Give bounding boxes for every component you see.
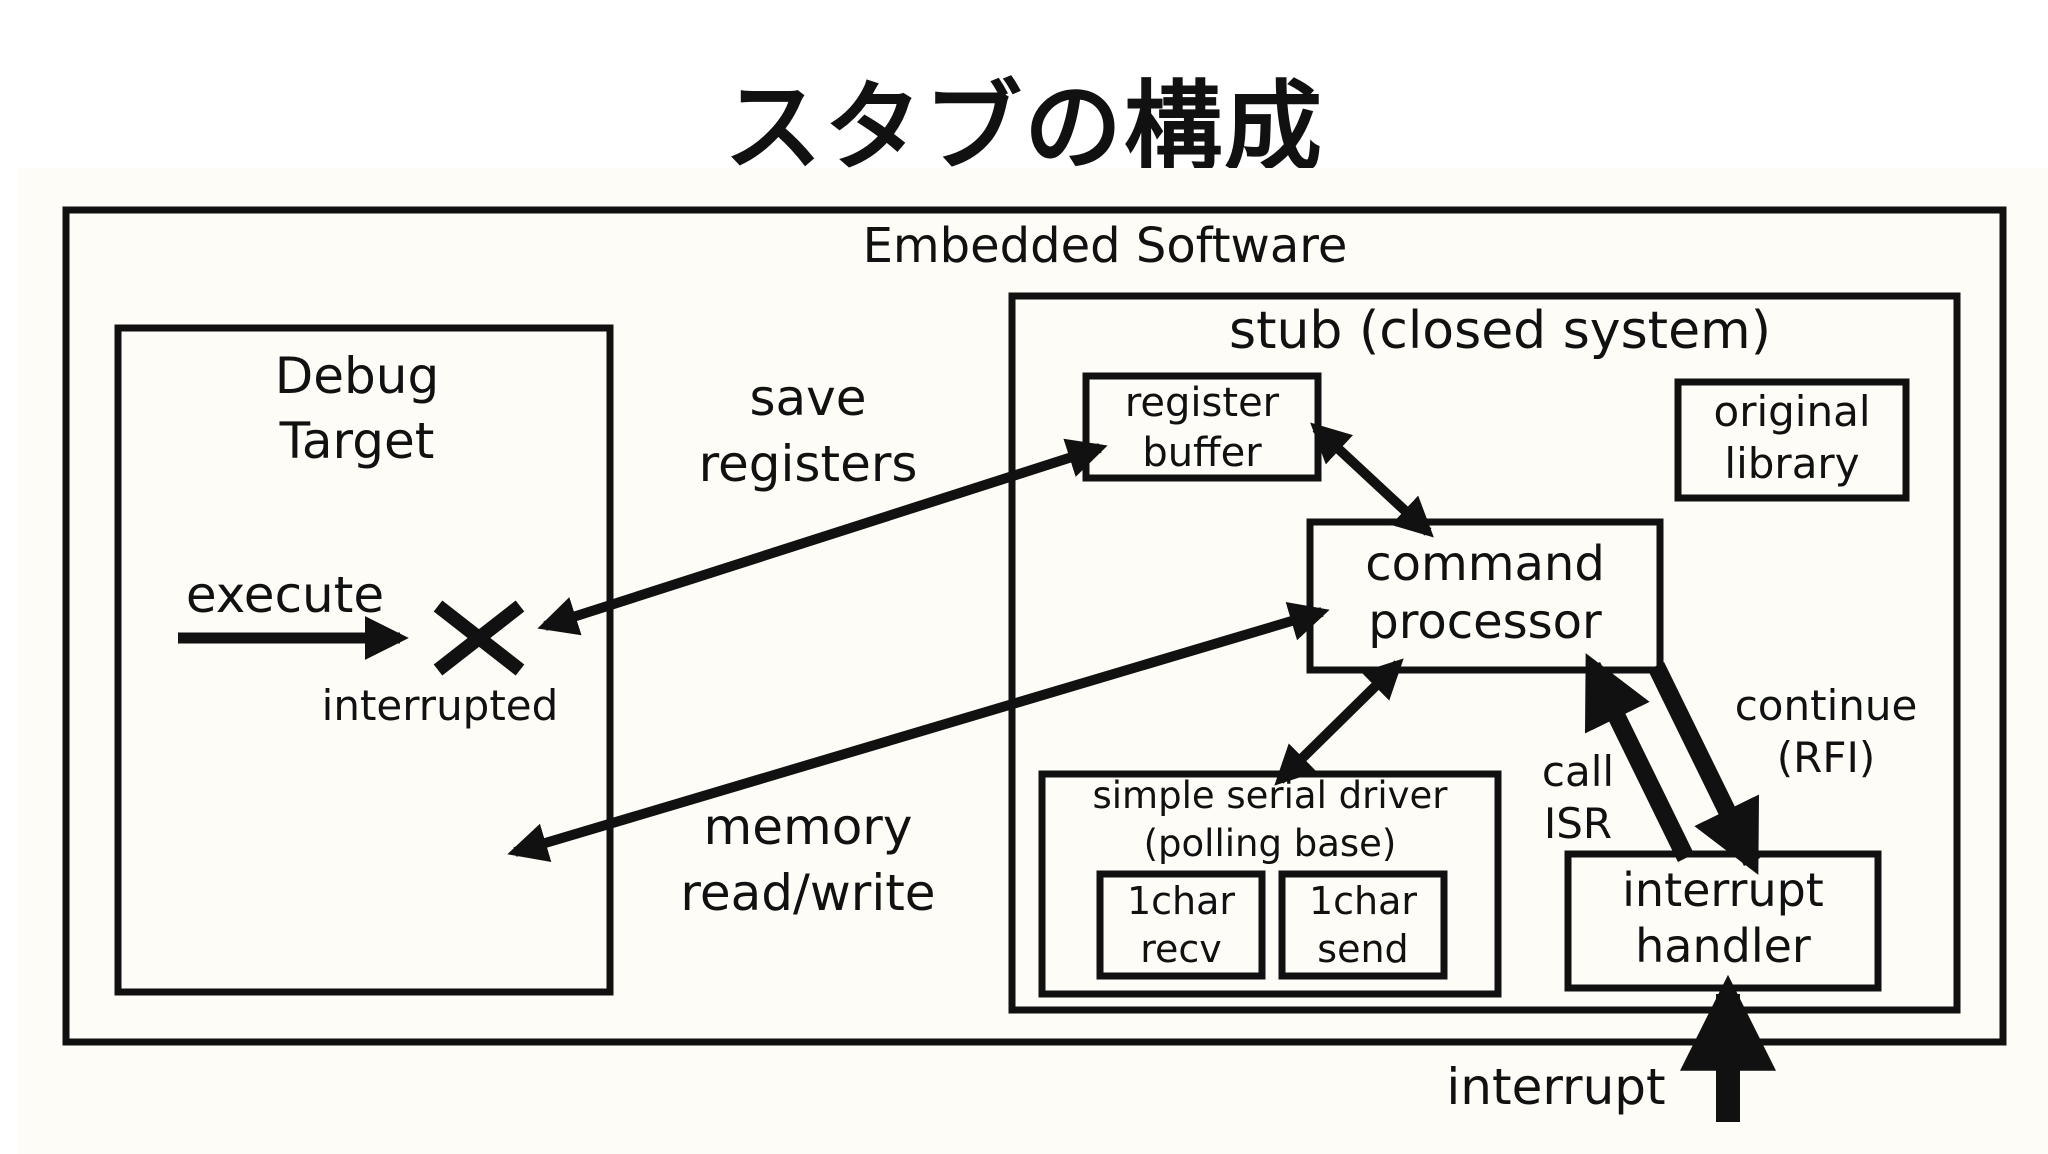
save-registers-label-line2: registers <box>699 435 918 493</box>
continue-label-line1: continue <box>1735 681 1918 730</box>
processor-to-driver-arrow <box>1274 658 1404 786</box>
call-isr-arrow <box>1583 653 1695 862</box>
original-library-box <box>1674 378 1910 502</box>
register-buffer-label-line1: register <box>1125 380 1280 426</box>
send-box <box>1278 870 1448 980</box>
memory-label-line2: read/write <box>680 864 935 922</box>
call-isr-label-line2: ISR <box>1544 799 1612 848</box>
original-library-label-line2: library <box>1724 439 1859 488</box>
execute-label: execute <box>186 566 384 624</box>
serial-driver-label-line1: simple serial driver <box>1093 774 1449 817</box>
interrupted-label: interrupted <box>322 681 559 730</box>
send-label-line1: 1char <box>1309 879 1417 923</box>
page-title: スタブの構成 <box>723 71 1324 185</box>
recv-label-line2: recv <box>1140 927 1222 971</box>
memory-label-line1: memory <box>704 798 913 856</box>
stub-label: stub (closed system) <box>1229 301 1771 361</box>
embedded-software-label: Embedded Software <box>863 218 1348 274</box>
command-processor-box <box>1306 518 1664 674</box>
recv-label-line1: 1char <box>1127 879 1235 923</box>
register-buffer-label-line2: buffer <box>1142 430 1262 476</box>
command-processor-label-line2: processor <box>1368 594 1602 650</box>
debug-target-label-line1: Debug <box>275 347 439 405</box>
memory-rw-arrow <box>507 601 1330 863</box>
continue-rfi-arrow <box>1647 662 1761 875</box>
command-processor-label-line1: command <box>1365 536 1605 592</box>
serial-driver-label-line2: (polling base) <box>1144 822 1397 865</box>
save-registers-arrow <box>537 438 1108 636</box>
send-label-line2: send <box>1317 927 1408 971</box>
interrupt-handler-label-line2: handler <box>1635 919 1811 973</box>
recv-box <box>1096 870 1266 980</box>
debug-target-label-line2: Target <box>279 412 435 470</box>
embedded-software-box <box>62 206 2007 1046</box>
continue-label-line2: (RFI) <box>1777 733 1876 782</box>
buffer-to-processor-arrow <box>1310 422 1434 538</box>
original-library-label-line1: original <box>1714 387 1871 436</box>
call-isr-label-line1: call <box>1542 747 1614 796</box>
save-registers-label-line1: save <box>749 369 866 427</box>
interrupt-handler-label-line1: interrupt <box>1622 863 1824 917</box>
interrupted-cross-icon <box>433 600 525 676</box>
interrupt-label: interrupt <box>1446 1058 1665 1116</box>
